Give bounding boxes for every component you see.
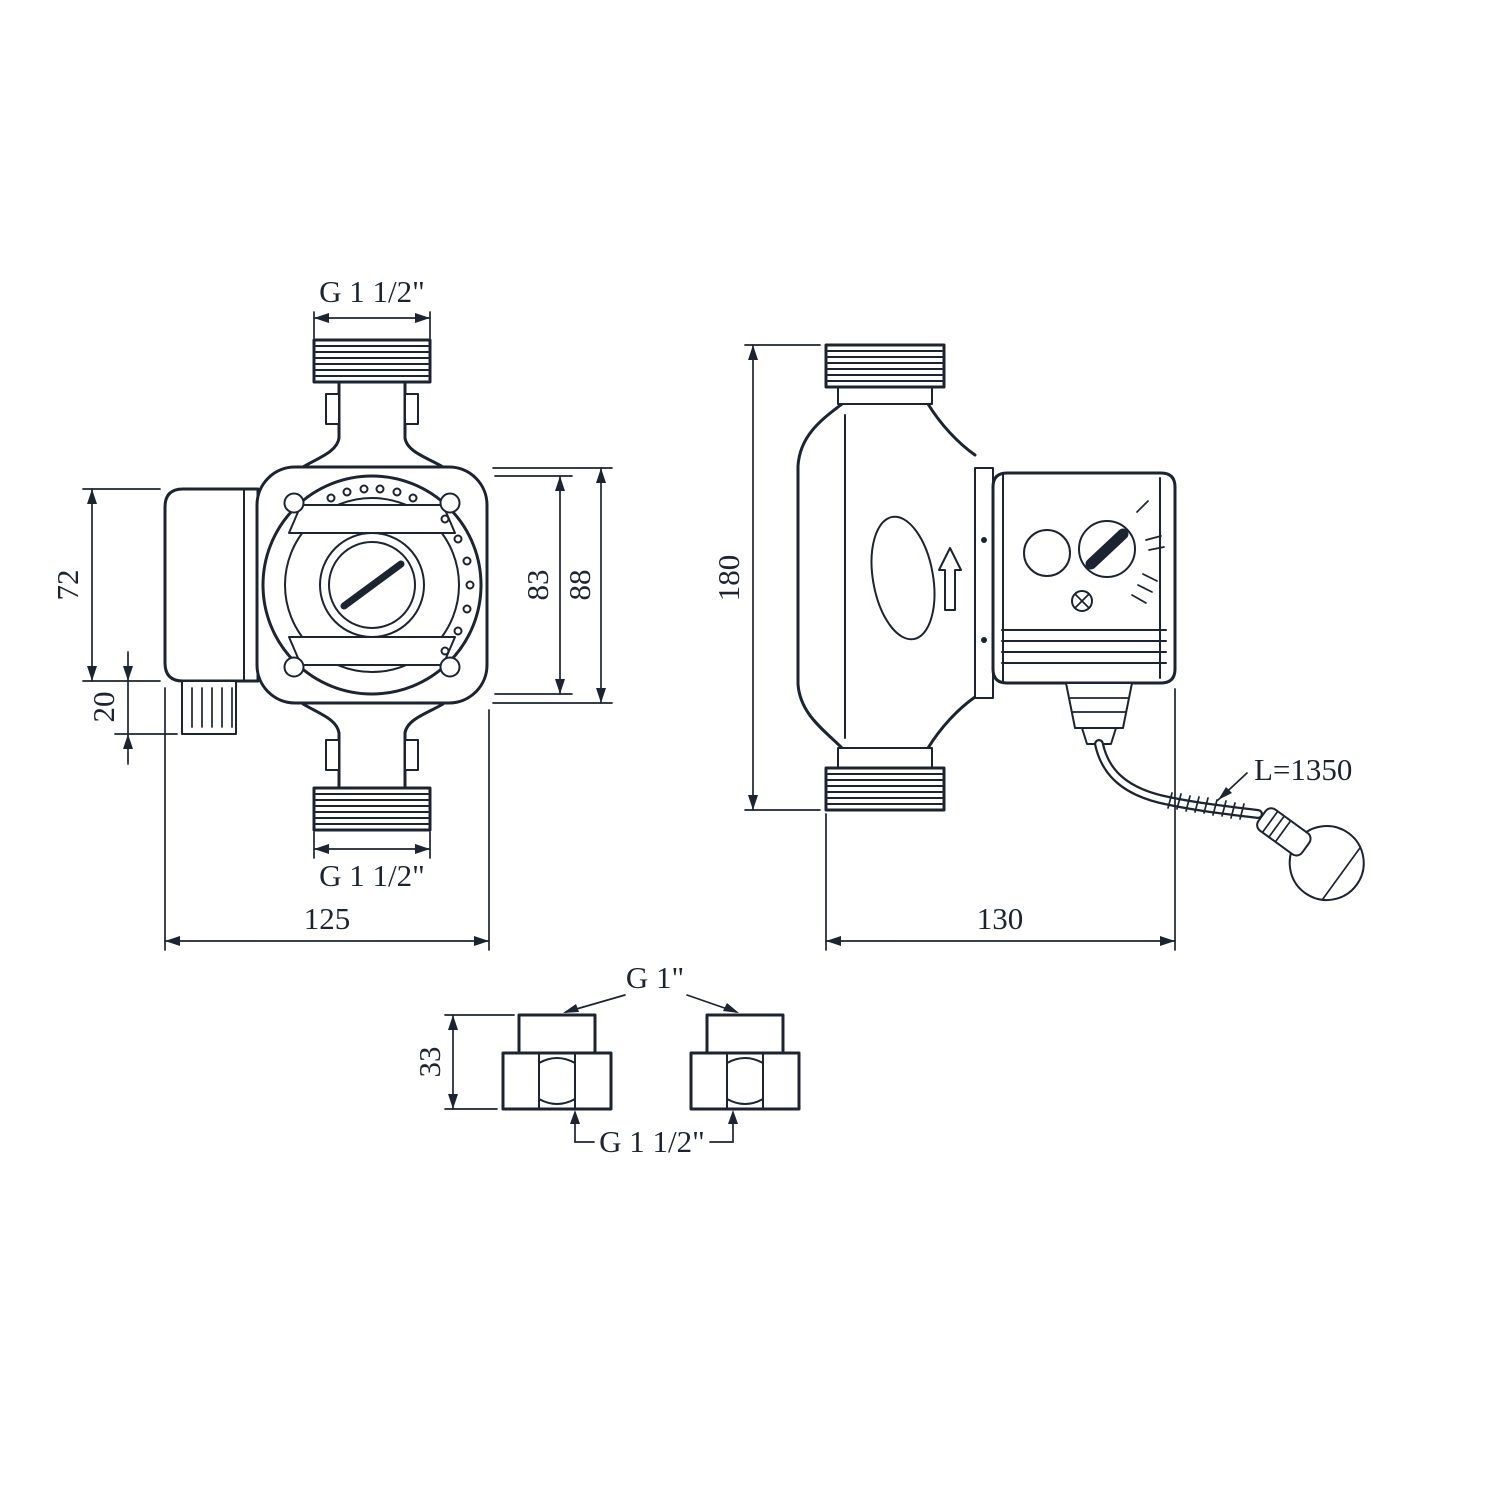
front-pump-housing (255, 465, 489, 705)
side-top-port (824, 343, 946, 405)
front-bottom-port (301, 702, 445, 832)
dim-front-bottom-thread: G 1 1/2" (313, 831, 431, 893)
flow-direction-arrow (938, 547, 962, 611)
vent-slots (1001, 629, 1167, 664)
side-view: L=1350 180 130 (711, 343, 1365, 951)
dim-front-top-thread: G 1 1/2" (313, 274, 431, 339)
label-83: 83 (520, 570, 555, 601)
strain-relief-ribs (1167, 792, 1245, 820)
motor-flange-plate (974, 467, 994, 699)
label-cable-length: L=1350 (1254, 752, 1352, 787)
dim-88: 88 (492, 467, 613, 704)
label-union-thread-group: G 1 1/2" (570, 1110, 738, 1159)
label-33: 33 (412, 1047, 447, 1078)
label-20: 20 (86, 692, 121, 723)
front-top-port (301, 338, 445, 469)
dim-33: 33 (412, 1014, 515, 1110)
label-130: 130 (977, 901, 1024, 936)
cable-gland (1065, 682, 1133, 745)
label-union-thread: G 1 1/2" (599, 1124, 705, 1159)
label-cable-length-group: L=1350 (1217, 752, 1352, 801)
speed-selector-knob (1078, 520, 1136, 578)
cover-screw (1071, 590, 1093, 612)
cover-cap (1023, 529, 1071, 577)
label-top-thread: G 1 1/2" (319, 274, 425, 309)
housing-rivet-dots (326, 484, 475, 656)
power-plug (1256, 807, 1365, 902)
label-125: 125 (304, 901, 351, 936)
vent-plug (319, 532, 425, 638)
front-terminal-connector (181, 680, 237, 735)
dim-72: 72 (50, 488, 161, 682)
flange-bolt-holes (283, 492, 461, 678)
dim-180: 180 (711, 344, 821, 811)
speed-marks (1131, 500, 1165, 604)
front-motor-box (163, 487, 260, 683)
label-pipe-thread-group: G 1" (563, 960, 739, 1013)
label-bottom-thread: G 1 1/2" (319, 858, 425, 893)
label-72: 72 (50, 570, 85, 601)
label-180: 180 (711, 555, 746, 602)
label-pipe-thread: G 1" (626, 960, 684, 995)
dim-130: 130 (825, 688, 1176, 951)
dim-125: 125 (164, 687, 490, 951)
dim-20: 20 (86, 651, 178, 765)
side-pump-body (796, 402, 977, 750)
side-bottom-port (824, 747, 946, 812)
union-fitting-left (501, 1013, 613, 1111)
power-cable (1094, 739, 1263, 820)
union-fitting-right (689, 1013, 801, 1111)
label-88: 88 (562, 570, 597, 601)
control-box (991, 471, 1177, 685)
union-fittings: G 1" 33 G 1 1/2" (412, 960, 801, 1159)
dim-83: 83 (494, 475, 573, 695)
front-view: G 1 1/2" G 1 1/2" 72 20 (50, 274, 613, 951)
